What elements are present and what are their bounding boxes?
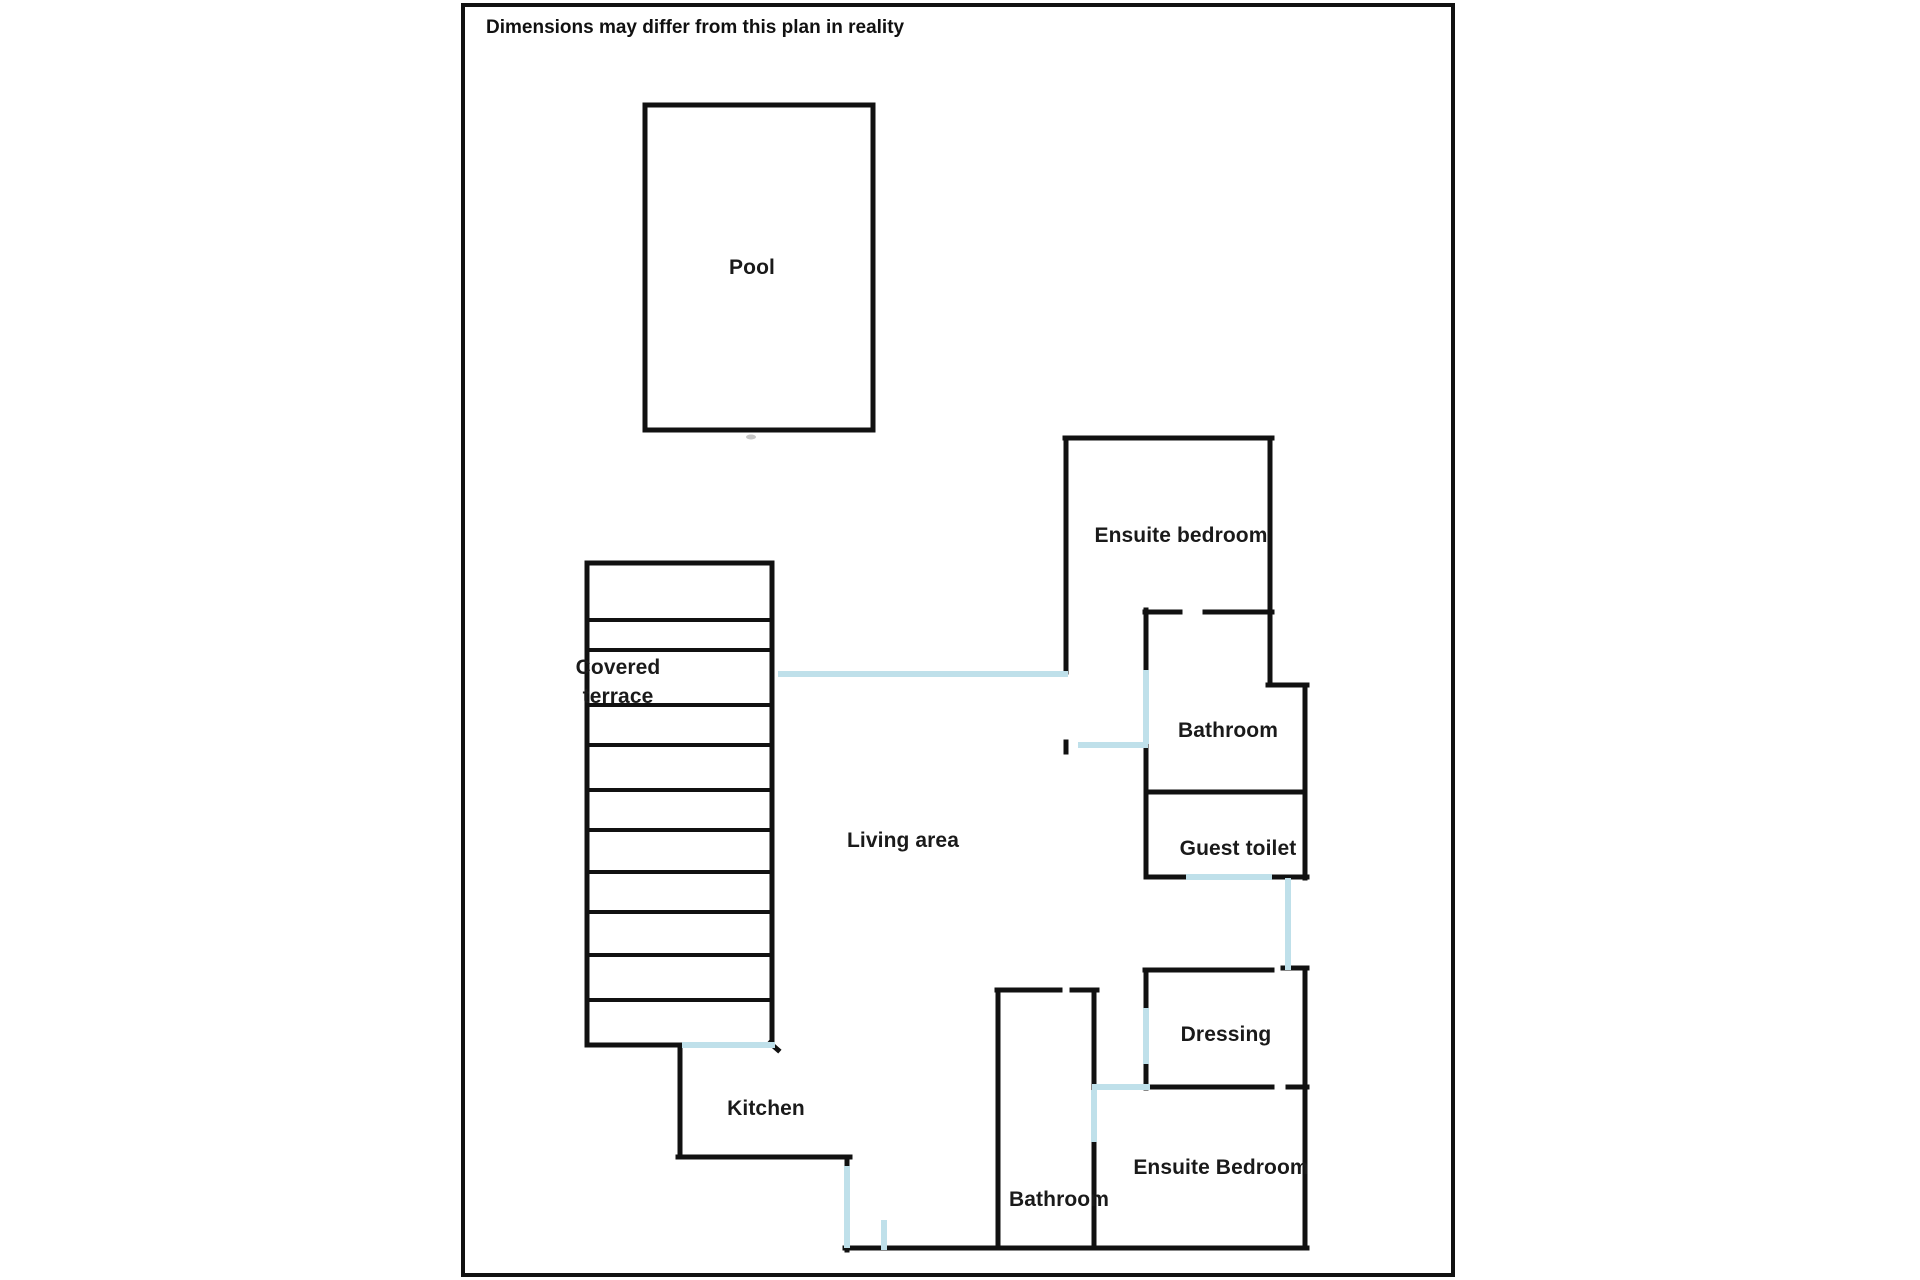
pool-mark-icon bbox=[746, 434, 756, 440]
room-label-bathroom-upper: Bathroom bbox=[1178, 718, 1278, 742]
room-label-ensuite-bedroom-upper: Ensuite bedroom bbox=[1094, 523, 1268, 547]
door-openings bbox=[682, 670, 1291, 1250]
disclaimer-text: Dimensions may differ from this plan in … bbox=[486, 17, 905, 38]
upper-bathroom-walls bbox=[1143, 607, 1310, 881]
room-label-guest-toilet: Guest toilet bbox=[1179, 836, 1297, 860]
guest-toilet-walls bbox=[1143, 789, 1310, 880]
room-label-living-area: Living area bbox=[847, 828, 959, 852]
page-frame bbox=[461, 3, 1455, 1277]
pool-outline bbox=[642, 102, 876, 433]
room-label-covered-terrace-line1: Covered bbox=[575, 655, 661, 679]
covered-terrace-slats bbox=[587, 618, 772, 1002]
room-label-kitchen: Kitchen bbox=[727, 1096, 805, 1120]
room-label-pool: Pool bbox=[729, 255, 775, 279]
room-label-dressing: Dressing bbox=[1180, 1022, 1272, 1046]
kitchen-walls bbox=[675, 1042, 1003, 1253]
upper-ensuite-bedroom-walls bbox=[1062, 435, 1275, 755]
room-label-covered-terrace-line2: terrace bbox=[582, 684, 654, 708]
room-label-ensuite-bedroom-lower: Ensuite Bedroom bbox=[1133, 1155, 1309, 1179]
room-label-bathroom-lower: Bathroom bbox=[1009, 1187, 1109, 1211]
